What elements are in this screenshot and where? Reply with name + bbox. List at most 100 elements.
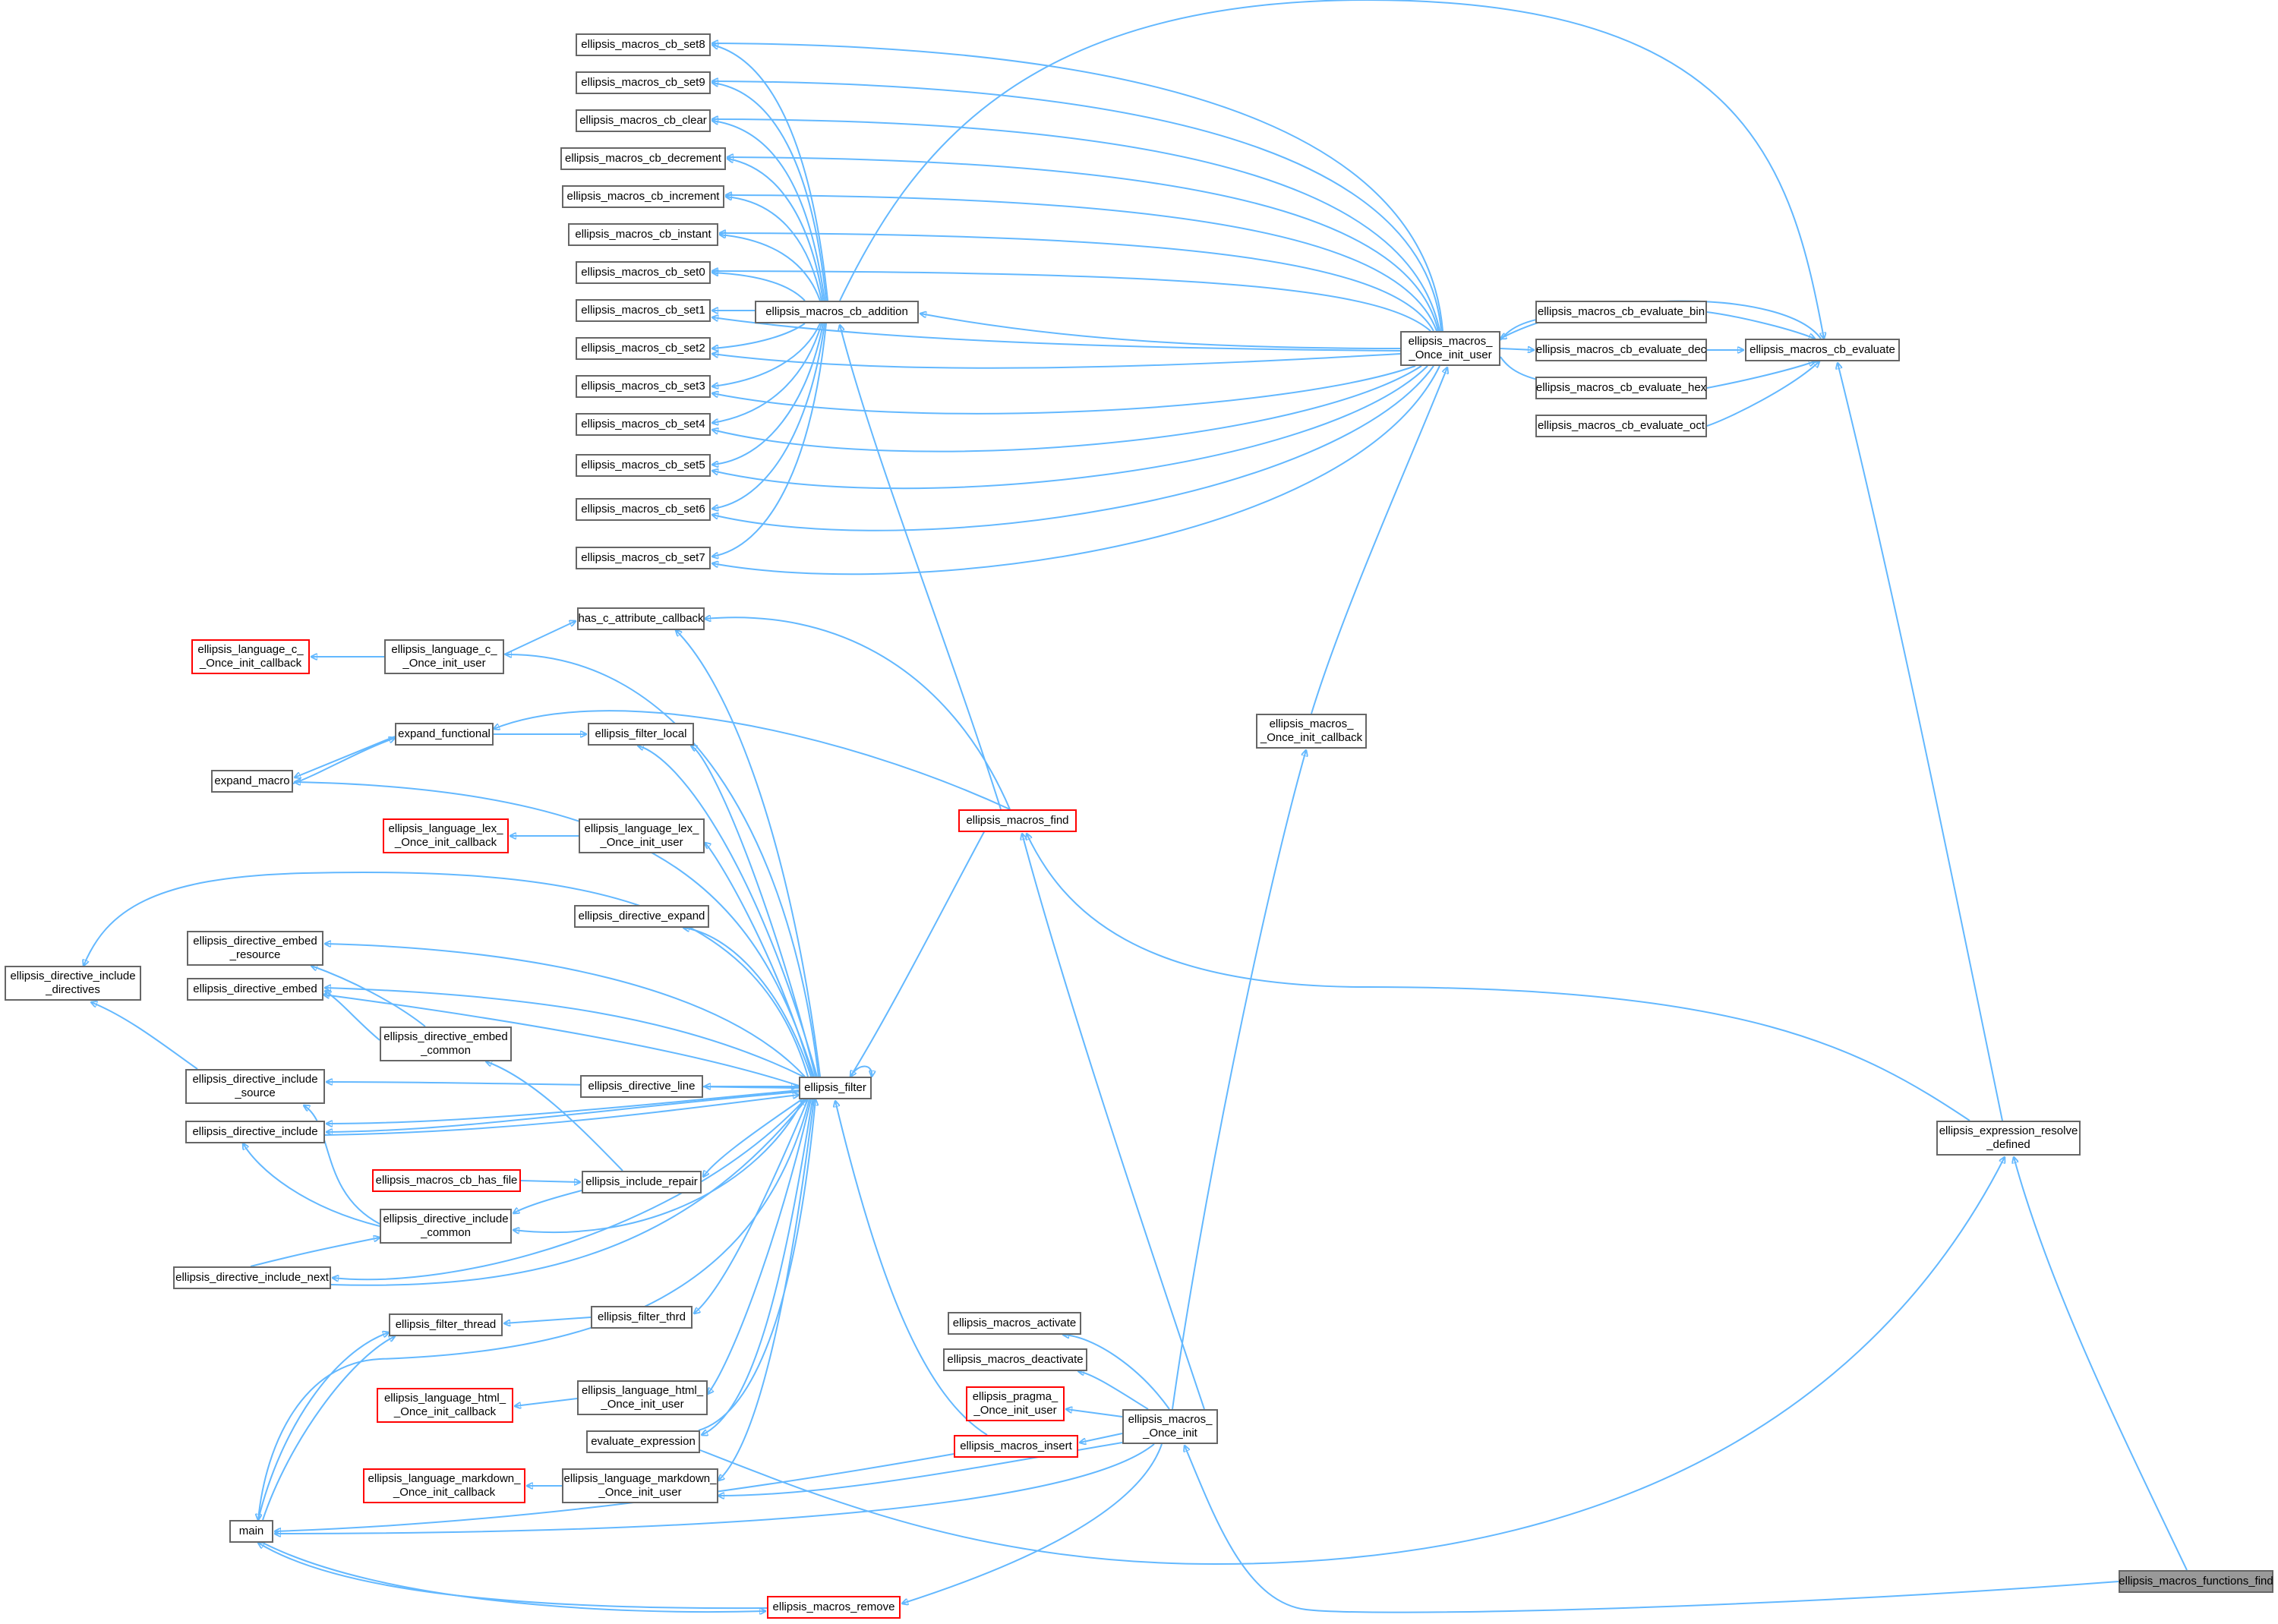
node-cb-evaluate-dec[interactable]: ellipsis_macros_cb_evaluate_dec [1535, 339, 1707, 361]
node-directive-embed-common[interactable]: ellipsis_directive_embed _common [380, 1026, 512, 1061]
node-expand-functional[interactable]: expand_functional [395, 723, 494, 746]
node-language-html-once-init-user[interactable]: ellipsis_language_html_ _Once_init_user [577, 1380, 708, 1415]
edge-to-set0 [712, 271, 1431, 332]
node-macros-once-init-callback[interactable]: ellipsis_macros_ _Once_init_callback [1256, 714, 1367, 749]
edge-to-set1 [712, 317, 1401, 352]
node-filter[interactable]: ellipsis_filter [799, 1077, 872, 1099]
edge-to-once-init-user [839, 0, 1824, 339]
edge-to-expand-functional [292, 738, 395, 784]
edge-to-clear [712, 121, 825, 301]
edge-to-set5 [712, 365, 1428, 490]
node-cb-evaluate-oct[interactable]: ellipsis_macros_cb_evaluate_oct [1535, 415, 1707, 437]
edge-to-eval-dec [1500, 348, 1534, 350]
node-directive-include-directives[interactable]: ellipsis_directive_include _directives [5, 966, 141, 1001]
edge-to-dir-include-common [250, 1238, 380, 1267]
node-macros-remove[interactable]: ellipsis_macros_remove [767, 1596, 901, 1619]
node-language-markdown-once-init-callback[interactable]: ellipsis_language_markdown_ _Once_init_c… [363, 1468, 525, 1503]
node-language-c-once-init-callback[interactable]: ellipsis_language_c_ _Once_init_callback [191, 639, 310, 674]
edge-to-dir-include [324, 1095, 799, 1136]
edge-to-set2 [712, 354, 1401, 369]
node-cb-evaluate[interactable]: ellipsis_macros_cb_evaluate [1745, 339, 1900, 361]
edge-to-expand-functional [494, 710, 1011, 810]
edge-to-once-init [1185, 1446, 2119, 1613]
node-macros-once-init-user[interactable]: ellipsis_macros_ _Once_init_user [1400, 331, 1500, 366]
edge-to-dir-include-common [243, 1143, 380, 1227]
node-directive-include-common[interactable]: ellipsis_directive_include _common [380, 1209, 512, 1244]
node-cb-evaluate-hex[interactable]: ellipsis_macros_cb_evaluate_hex [1535, 377, 1707, 399]
node-macros-find[interactable]: ellipsis_macros_find [958, 809, 1077, 832]
node-cb-set8[interactable]: ellipsis_macros_cb_set8 [576, 33, 711, 56]
edge-to-dir-include-common [513, 1190, 582, 1213]
node-macros-insert[interactable]: ellipsis_macros_insert [954, 1435, 1078, 1458]
node-language-c-once-init-user[interactable]: ellipsis_language_c_ _Once_init_user [384, 639, 504, 674]
node-cb-set5[interactable]: ellipsis_macros_cb_set5 [576, 454, 711, 477]
edge-to-instant [720, 235, 821, 301]
edge-to-set8 [712, 43, 1443, 332]
node-cb-set4[interactable]: ellipsis_macros_cb_set4 [576, 413, 711, 436]
edge-to-macros-find [1022, 834, 1205, 1410]
edge-to-expand-macro [295, 736, 396, 777]
node-directive-expand[interactable]: ellipsis_directive_expand [574, 905, 709, 928]
node-cb-set1[interactable]: ellipsis_macros_cb_set1 [576, 299, 711, 322]
edge-to-expand-macro [295, 782, 815, 1077]
node-directive-embed-resource[interactable]: ellipsis_directive_embed _resource [187, 931, 323, 966]
node-macros-functions-find[interactable]: ellipsis_macros_functions_find [2119, 1570, 2273, 1593]
edge-to-set0 [712, 273, 806, 301]
node-pragma-once-init-user[interactable]: ellipsis_pragma_ _Once_init_user [966, 1386, 1065, 1421]
node-language-html-once-init-callback[interactable]: ellipsis_language_html_ _Once_init_callb… [377, 1388, 513, 1423]
node-language-lex-once-init-user[interactable]: ellipsis_language_lex_ _Once_init_user [579, 818, 705, 853]
node-cb-set9[interactable]: ellipsis_macros_cb_set9 [576, 71, 711, 94]
node-cb-addition[interactable]: ellipsis_macros_cb_addition [755, 301, 919, 323]
edge-to-set3 [712, 323, 821, 386]
node-language-lex-once-init-callback[interactable]: ellipsis_language_lex_ _Once_init_callba… [383, 818, 509, 853]
edge-to-clear [712, 119, 1440, 332]
node-filter-local[interactable]: ellipsis_filter_local [588, 723, 694, 746]
edge-to-increment [726, 195, 1437, 332]
node-directive-include-next[interactable]: ellipsis_directive_include_next [173, 1266, 331, 1289]
node-macros-cb-has-file[interactable]: ellipsis_macros_cb_has_file [372, 1169, 521, 1192]
node-cb-instant[interactable]: ellipsis_macros_cb_instant [568, 223, 718, 246]
node-expression-resolve-defined[interactable]: ellipsis_expression_resolve _defined [1936, 1121, 2081, 1156]
edge-to-set4 [712, 323, 822, 423]
edge-to-activate [1063, 1335, 1170, 1410]
node-cb-set7[interactable]: ellipsis_macros_cb_set7 [576, 547, 711, 569]
edge-to-filter [850, 809, 997, 1077]
edge-to-evaluate [1838, 363, 2003, 1121]
node-directive-embed[interactable]: ellipsis_directive_embed [187, 978, 323, 1001]
node-language-markdown-once-init-user[interactable]: ellipsis_language_markdown_ _Once_init_u… [562, 1468, 718, 1503]
edge-to-dir-include-source [327, 1089, 800, 1124]
node-cb-evaluate-bin[interactable]: ellipsis_macros_cb_evaluate_bin [1535, 301, 1707, 323]
node-directive-include-source[interactable]: ellipsis_directive_include _source [185, 1069, 325, 1104]
node-filter-thrd[interactable]: ellipsis_filter_thrd [591, 1306, 693, 1329]
node-directive-line[interactable]: ellipsis_directive_line [580, 1075, 703, 1098]
edge-to-filter [850, 1065, 872, 1077]
node-cb-increment[interactable]: ellipsis_macros_cb_increment [562, 185, 724, 208]
node-macros-activate[interactable]: ellipsis_macros_activate [948, 1312, 1081, 1335]
edge-to-evaluate [1706, 361, 1819, 427]
node-cb-set6[interactable]: ellipsis_macros_cb_set6 [576, 498, 711, 521]
edge-to-main [258, 1543, 768, 1610]
edge-to-lang-lex-user [705, 843, 813, 1077]
edge-to-dir-embed [325, 988, 804, 1077]
node-cb-set2[interactable]: ellipsis_macros_cb_set2 [576, 337, 711, 360]
edge-to-dir-include-next [333, 1099, 806, 1279]
node-cb-set3[interactable]: ellipsis_macros_cb_set3 [576, 375, 711, 398]
node-evaluate-expression[interactable]: evaluate_expression [586, 1430, 700, 1453]
node-include-repair[interactable]: ellipsis_include_repair [582, 1171, 702, 1194]
node-directive-include[interactable]: ellipsis_directive_include [185, 1121, 325, 1143]
node-cb-decrement[interactable]: ellipsis_macros_cb_decrement [560, 147, 726, 170]
edge-to-dir-embed-common [323, 995, 800, 1086]
edge-to-macros-remove [262, 1542, 765, 1612]
node-cb-clear[interactable]: ellipsis_macros_cb_clear [576, 109, 711, 132]
node-main[interactable]: main [229, 1520, 273, 1543]
edge-to-once-init-user [1311, 367, 1447, 714]
node-filter-thread[interactable]: ellipsis_filter_thread [389, 1313, 503, 1336]
node-cb-set0[interactable]: ellipsis_macros_cb_set0 [576, 261, 711, 284]
node-macros-deactivate[interactable]: ellipsis_macros_deactivate [943, 1348, 1087, 1371]
node-has-c-attribute-callback[interactable]: has_c_attribute_callback [577, 607, 705, 630]
edge-to-filter-thread [262, 1336, 395, 1521]
edge-to-addition [840, 325, 1002, 810]
node-macros-once-init[interactable]: ellipsis_macros_ _Once_init [1122, 1409, 1218, 1444]
node-expand-macro[interactable]: expand_macro [211, 770, 293, 793]
